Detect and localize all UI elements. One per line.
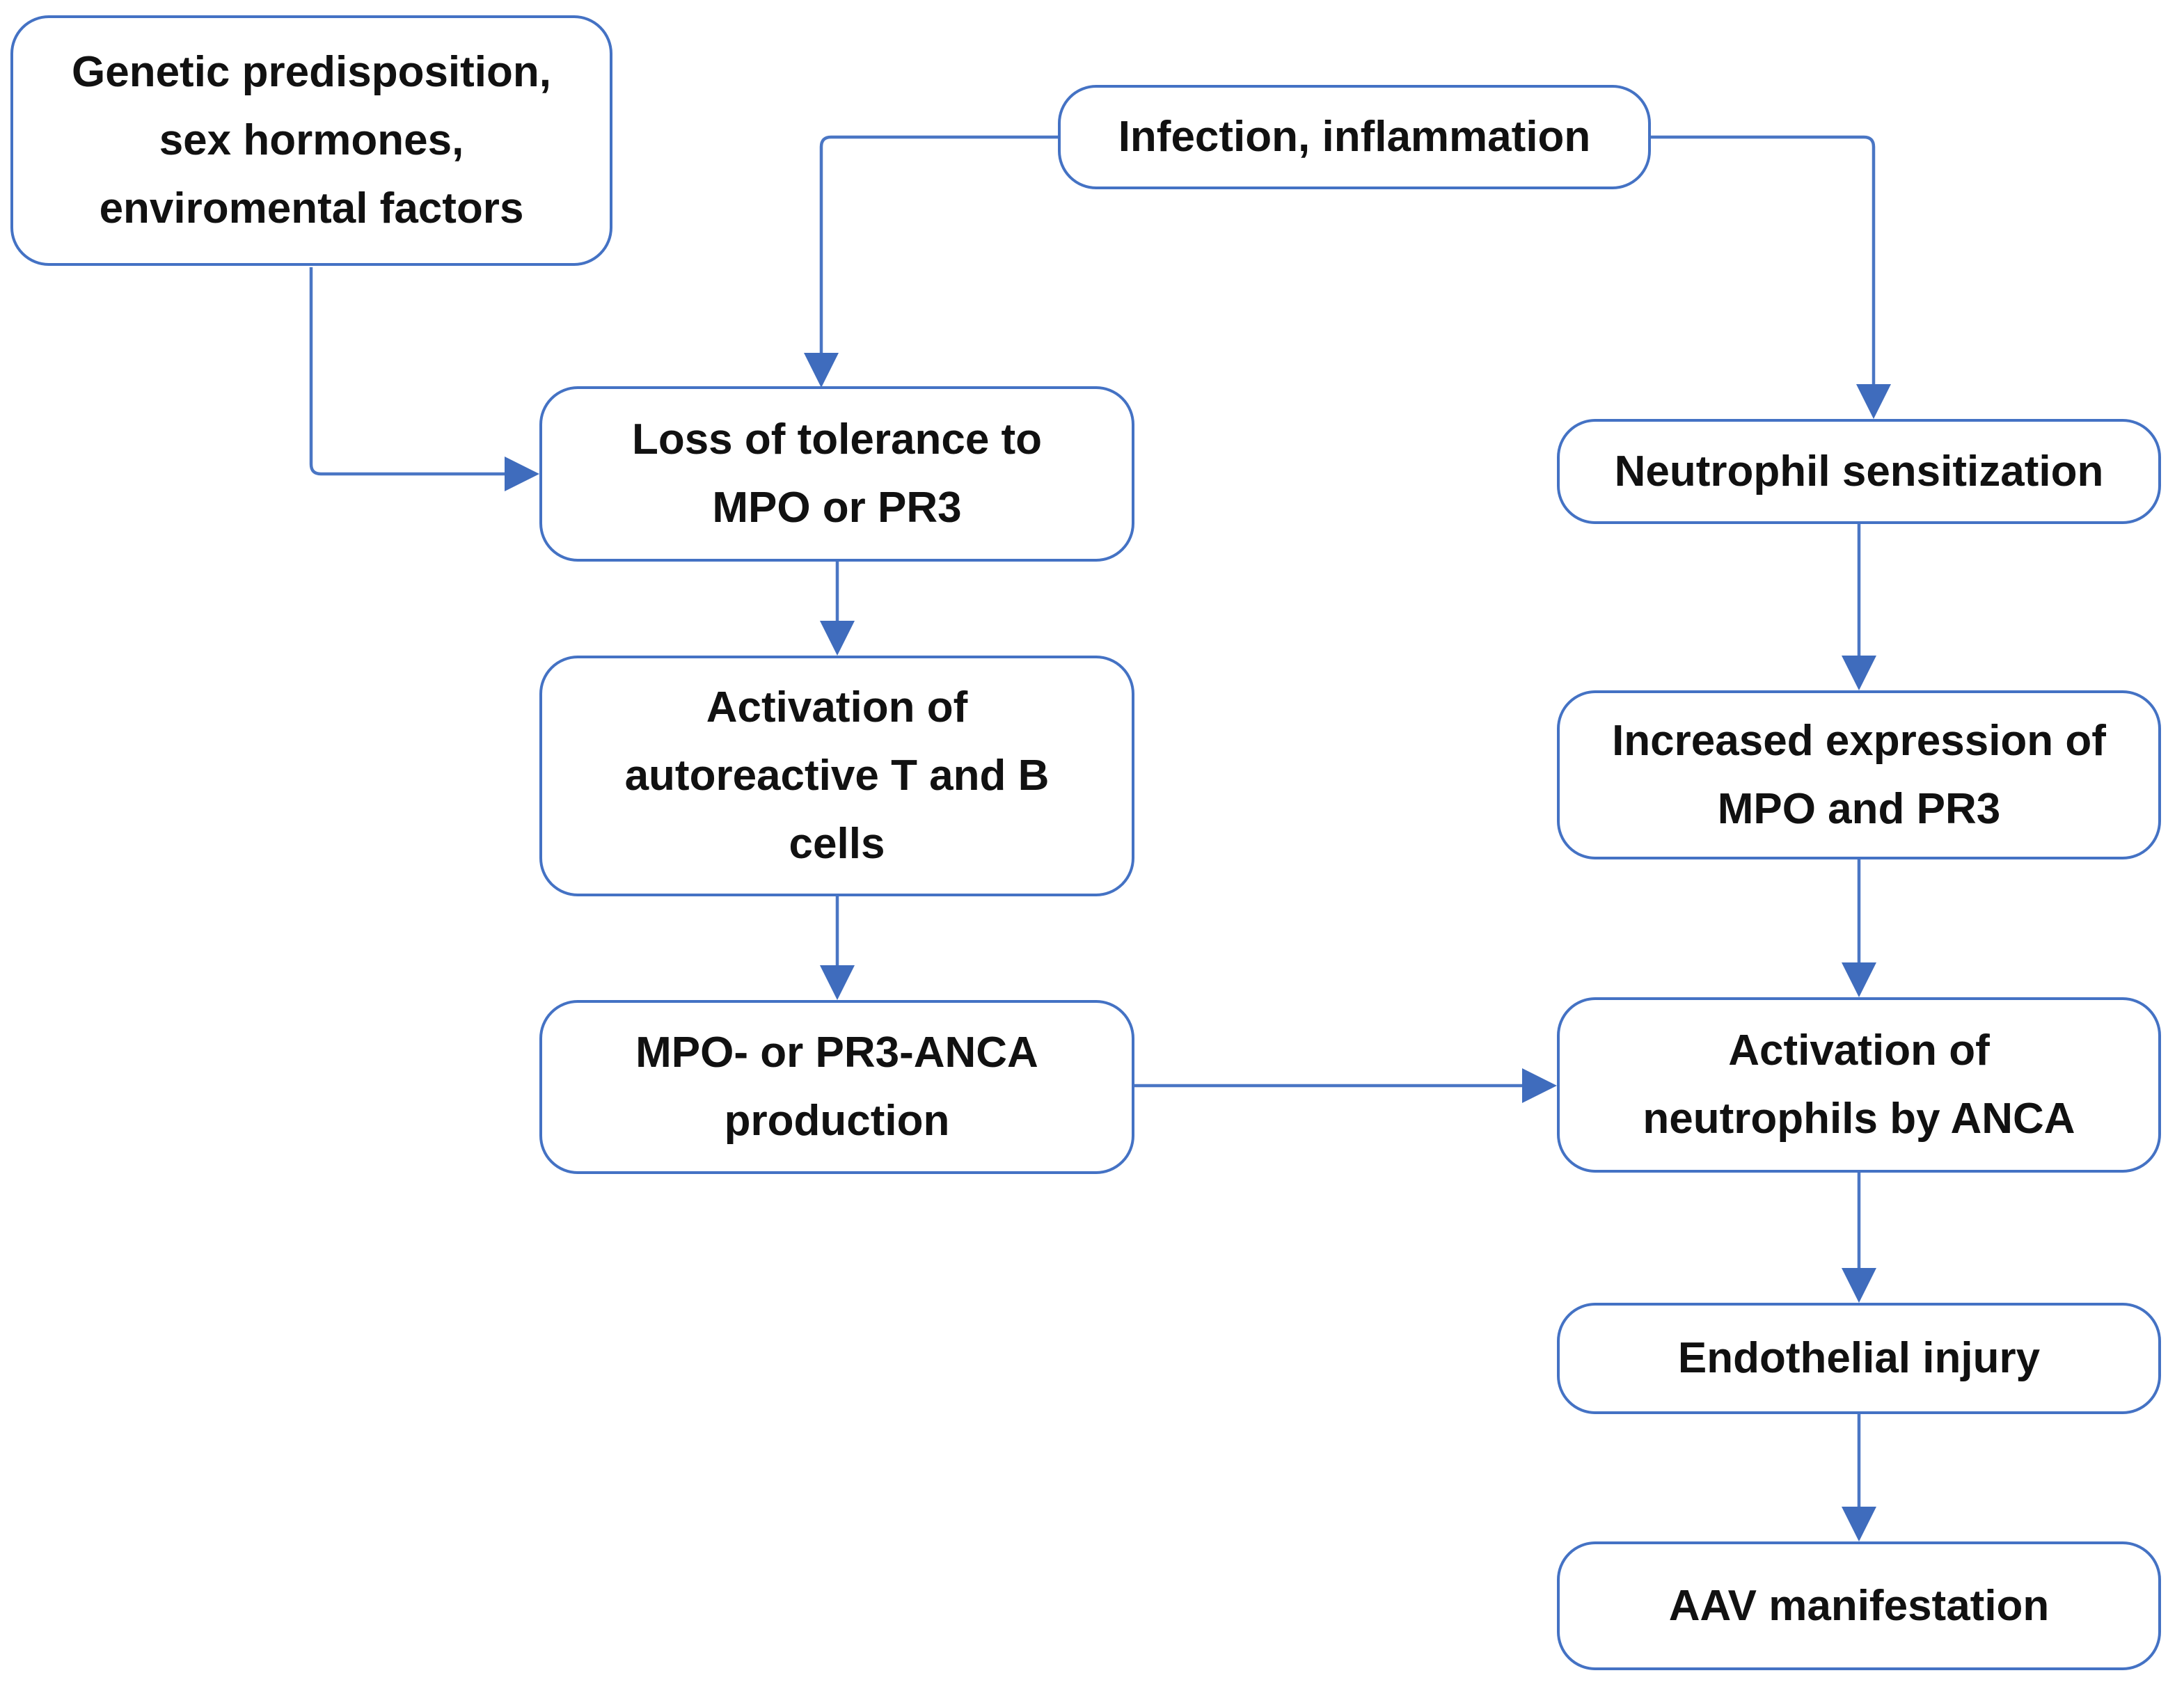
- edge-neutrophil-activation-to-endothelial-injury: [1842, 1173, 1876, 1303]
- edge-activation-t-b-to-anca-production: [820, 896, 855, 1000]
- node-activation-autoreactive-t-b-cells: Activation of autoreactive T and B cells: [539, 656, 1134, 896]
- node-endothelial-injury: Endothelial injury: [1557, 1303, 2161, 1414]
- node-aav-manifestation: AAV manifestation: [1557, 1541, 2161, 1670]
- node-loss-of-tolerance: Loss of tolerance to MPO or PR3: [539, 386, 1134, 562]
- edge-infection-to-neutrophil-sensitization: [1651, 135, 1891, 419]
- node-increased-expression-mpo-pr3: Increased expression of MPO and PR3: [1557, 690, 2161, 859]
- edge-genetic-to-loss-tolerance: [309, 267, 539, 491]
- node-activation-neutrophils-by-anca: Activation of neutrophils by ANCA: [1557, 997, 2161, 1173]
- edge-increased-expression-to-neutrophil-activation: [1842, 859, 1876, 997]
- node-anca-production: MPO- or PR3-ANCA production: [539, 1000, 1134, 1174]
- edge-neutrophil-sensitization-to-increased-expression: [1842, 524, 1876, 690]
- node-genetic-predisposition: Genetic predisposition, sex hormones, en…: [10, 15, 612, 266]
- node-infection-inflammation: Infection, inflammation: [1058, 85, 1651, 189]
- edge-infection-to-loss-tolerance: [804, 135, 1058, 388]
- node-neutrophil-sensitization: Neutrophil sensitization: [1557, 419, 2161, 524]
- edge-endothelial-injury-to-aav-manifestation: [1842, 1414, 1876, 1541]
- edge-loss-tolerance-to-activation-t-b: [820, 562, 855, 656]
- edge-anca-production-to-neutrophil-activation: [1134, 1068, 1557, 1103]
